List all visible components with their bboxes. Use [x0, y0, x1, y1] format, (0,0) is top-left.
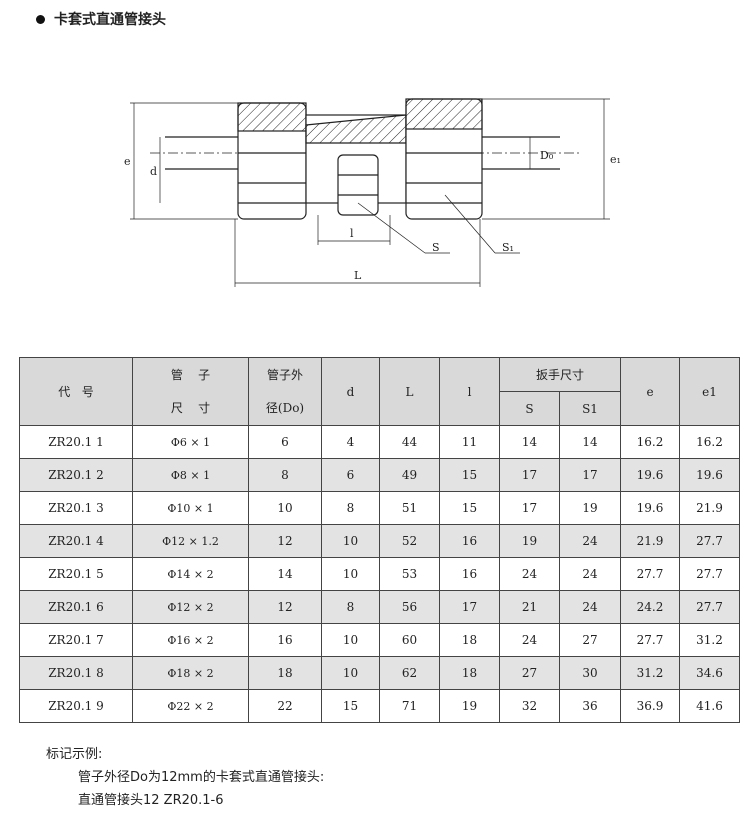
note-title: 标记示例: — [46, 747, 103, 762]
marking-example: 标记示例: 管子外径Do为12mm的卡套式直通管接头: 直通管接头12 ZR20… — [46, 743, 324, 812]
col-l: l — [439, 357, 500, 426]
bullet-icon — [36, 14, 45, 24]
label-S1: S₁ — [502, 241, 514, 254]
label-d: d — [150, 165, 157, 178]
heading-text: 卡套式直通管接头 — [54, 12, 166, 28]
label-e1: e₁ — [610, 153, 621, 166]
label-S: S — [432, 241, 440, 254]
note-line-2: 直通管接头12 ZR20.1-6 — [78, 793, 224, 808]
col-code: 代 号 — [19, 357, 133, 426]
col-L: L — [379, 357, 440, 426]
col-S: S — [499, 391, 560, 426]
col-d: d — [321, 357, 380, 426]
col-e1: e1 — [679, 357, 741, 426]
col-wrench: 扳手尺寸 — [498, 357, 622, 392]
label-L: L — [354, 269, 362, 282]
note-line-1: 管子外径Do为12mm的卡套式直通管接头: — [78, 770, 325, 785]
col-od: 管子外径(Do) — [248, 357, 322, 426]
fitting-drawing: e d D₀ e₁ l L S S₁ — [124, 98, 621, 287]
col-pipe-size: 管 子 尺 寸 — [132, 357, 249, 426]
table-header: 代 号 管 子 尺 寸 管子外径(Do) d L l 扳手尺寸 e e1 S S… — [19, 357, 741, 426]
section-heading: 卡套式直通管接头 — [36, 9, 166, 29]
col-e: e — [620, 357, 681, 426]
label-l: l — [350, 227, 354, 240]
label-e: e — [124, 155, 131, 168]
label-d0: D₀ — [540, 149, 554, 162]
spec-table: 代 号 管 子 尺 寸 管子外径(Do) d L l 扳手尺寸 e e1 S S… — [19, 357, 741, 723]
col-S1: S1 — [558, 391, 622, 426]
